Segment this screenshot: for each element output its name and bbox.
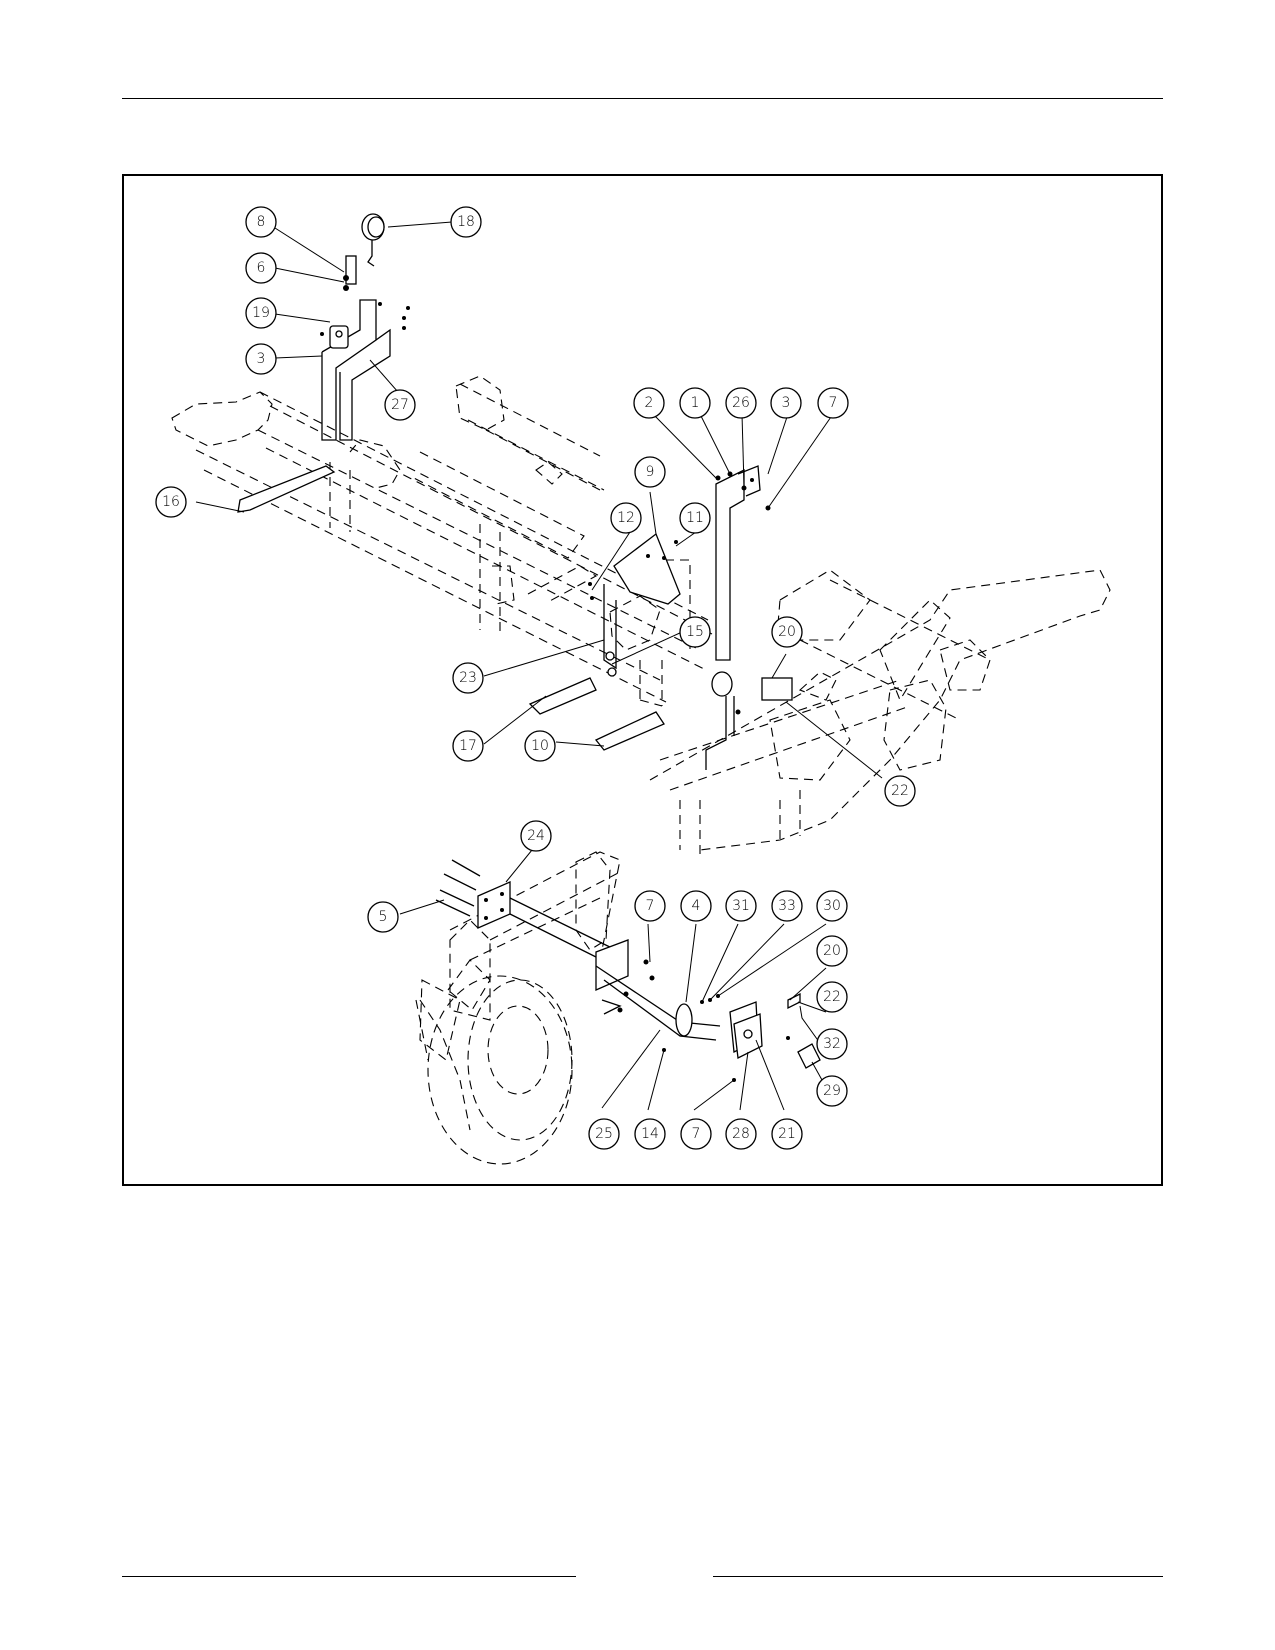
callout-3b: 3 <box>770 387 802 419</box>
svg-text:4: 4 <box>692 898 701 914</box>
callout-8: 8 <box>245 206 277 238</box>
callout-26: 26 <box>725 387 757 419</box>
callout-33: 33 <box>771 890 803 922</box>
svg-text:1: 1 <box>691 395 700 411</box>
leader-lines <box>195 221 883 1111</box>
callout-18: 18 <box>450 206 482 238</box>
callout-7: 7 <box>817 387 849 419</box>
callout-17: 17 <box>452 730 484 762</box>
callout-2: 2 <box>633 387 665 419</box>
svg-text:22: 22 <box>823 989 841 1005</box>
callout-24: 24 <box>520 820 552 852</box>
callout-20b: 20 <box>816 935 848 967</box>
header-rule <box>122 98 1163 99</box>
callout-10: 10 <box>524 730 556 762</box>
callout-5: 5 <box>367 901 399 933</box>
svg-text:15: 15 <box>686 624 704 640</box>
svg-text:5: 5 <box>379 909 388 925</box>
svg-text:26: 26 <box>732 395 750 411</box>
svg-text:12: 12 <box>617 510 635 526</box>
callout-22: 22 <box>884 775 916 807</box>
svg-text:6: 6 <box>257 260 266 276</box>
callout-20: 20 <box>771 616 803 648</box>
svg-text:2: 2 <box>645 395 654 411</box>
svg-text:31: 31 <box>732 898 750 914</box>
callout-16: 16 <box>155 486 187 518</box>
callout-7c: 7 <box>680 1118 712 1150</box>
upper-frame-drawing <box>171 375 1111 858</box>
svg-text:17: 17 <box>459 738 477 754</box>
callout-32: 32 <box>816 1028 848 1060</box>
svg-text:3: 3 <box>257 351 266 367</box>
callout-1: 1 <box>679 387 711 419</box>
footer-rule-right <box>713 1576 1163 1577</box>
center-parts <box>528 465 793 770</box>
callout-30: 30 <box>816 890 848 922</box>
svg-text:7: 7 <box>829 395 838 411</box>
svg-text:18: 18 <box>457 214 475 230</box>
svg-text:9: 9 <box>646 464 655 480</box>
svg-text:27: 27 <box>391 397 409 413</box>
upper-left-parts <box>237 213 410 513</box>
svg-text:32: 32 <box>823 1036 841 1052</box>
callout-6: 6 <box>245 252 277 284</box>
svg-text:25: 25 <box>595 1126 613 1142</box>
svg-text:23: 23 <box>459 670 477 686</box>
svg-text:20: 20 <box>778 624 796 640</box>
callout-15: 15 <box>679 616 711 648</box>
callout-19: 19 <box>245 297 277 329</box>
callout-14: 14 <box>634 1118 666 1150</box>
callout-29: 29 <box>816 1075 848 1107</box>
svg-text:16: 16 <box>162 494 180 510</box>
svg-text:19: 19 <box>252 305 270 321</box>
svg-text:3: 3 <box>782 395 791 411</box>
svg-text:7: 7 <box>692 1126 701 1142</box>
callout-21: 21 <box>771 1118 803 1150</box>
callout-12: 12 <box>610 502 642 534</box>
callout-22b: 22 <box>816 981 848 1013</box>
svg-text:33: 33 <box>778 898 796 914</box>
callout-3: 3 <box>245 343 277 375</box>
exploded-parts-diagram: 8 6 19 3 18 27 16 2 1 26 3 7 9 12 11 15 … <box>155 206 1111 1165</box>
svg-text:29: 29 <box>823 1083 841 1099</box>
svg-text:8: 8 <box>257 214 266 230</box>
svg-text:20: 20 <box>823 943 841 959</box>
svg-text:28: 28 <box>732 1126 750 1142</box>
callout-9: 9 <box>634 456 666 488</box>
svg-text:22: 22 <box>891 783 909 799</box>
svg-text:24: 24 <box>527 828 545 844</box>
parts-diagram-frame: 8 6 19 3 18 27 16 2 1 26 3 7 9 12 11 15 … <box>122 174 1163 1186</box>
lower-solid-parts <box>435 859 821 1082</box>
callout-25: 25 <box>588 1118 620 1150</box>
callout-11: 11 <box>679 502 711 534</box>
svg-text:14: 14 <box>641 1126 659 1142</box>
callout-28: 28 <box>725 1118 757 1150</box>
callout-31: 31 <box>725 890 757 922</box>
lower-assembly-drawing <box>415 851 621 1165</box>
callout-23: 23 <box>452 662 484 694</box>
svg-text:30: 30 <box>823 898 841 914</box>
svg-text:21: 21 <box>778 1126 796 1142</box>
callout-7b: 7 <box>634 890 666 922</box>
callout-4: 4 <box>680 890 712 922</box>
svg-text:11: 11 <box>686 510 704 526</box>
svg-text:10: 10 <box>531 738 549 754</box>
footer-rule-left <box>122 1576 576 1577</box>
svg-text:7: 7 <box>646 898 655 914</box>
callout-27: 27 <box>384 389 416 421</box>
